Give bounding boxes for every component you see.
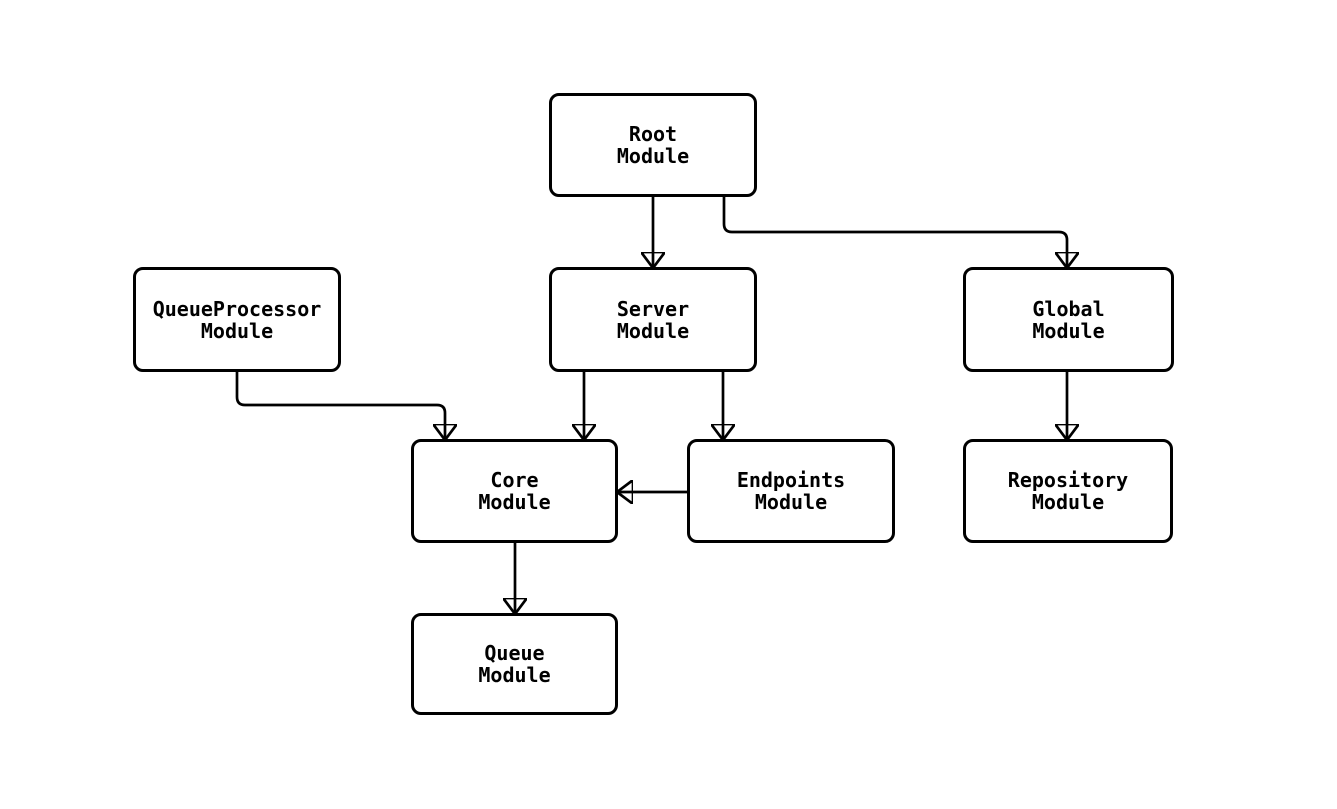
- node-label-line: Endpoints: [736, 468, 846, 492]
- node-root-module: Root Module: [549, 93, 757, 197]
- node-label-line: Repository: [1007, 468, 1129, 492]
- node-repository-module: Repository Module: [963, 439, 1173, 543]
- node-label-line: Server: [616, 296, 690, 321]
- edge-queueprocessor-to-core: [235, 372, 445, 439]
- node-label-line: Module: [1032, 318, 1105, 343]
- node-label-line: Module: [616, 144, 690, 168]
- node-label-line: Module: [478, 490, 551, 514]
- node-server-module: Server Module: [549, 267, 757, 372]
- node-label-line: Module: [754, 490, 828, 514]
- node-label-line: Module: [478, 663, 551, 687]
- node-label-line: Queue: [484, 641, 545, 665]
- node-endpoints-module: Endpoints Module: [687, 439, 895, 543]
- node-label-line: QueueProcessor: [152, 296, 322, 321]
- node-label-line: Core: [490, 468, 539, 492]
- node-label-line: Root: [628, 122, 678, 146]
- node-label-line: Module: [200, 318, 274, 343]
- edge-root-to-global: [722, 197, 1067, 267]
- node-global-module: Global Module: [963, 267, 1174, 372]
- node-label-line: Module: [616, 318, 690, 343]
- node-queue-module: Queue Module: [411, 613, 618, 715]
- node-label-line: Global: [1032, 296, 1105, 321]
- node-queueprocessor-module: QueueProcessor Module: [133, 267, 341, 372]
- node-core-module: Core Module: [411, 439, 618, 543]
- node-label-line: Module: [1031, 490, 1105, 514]
